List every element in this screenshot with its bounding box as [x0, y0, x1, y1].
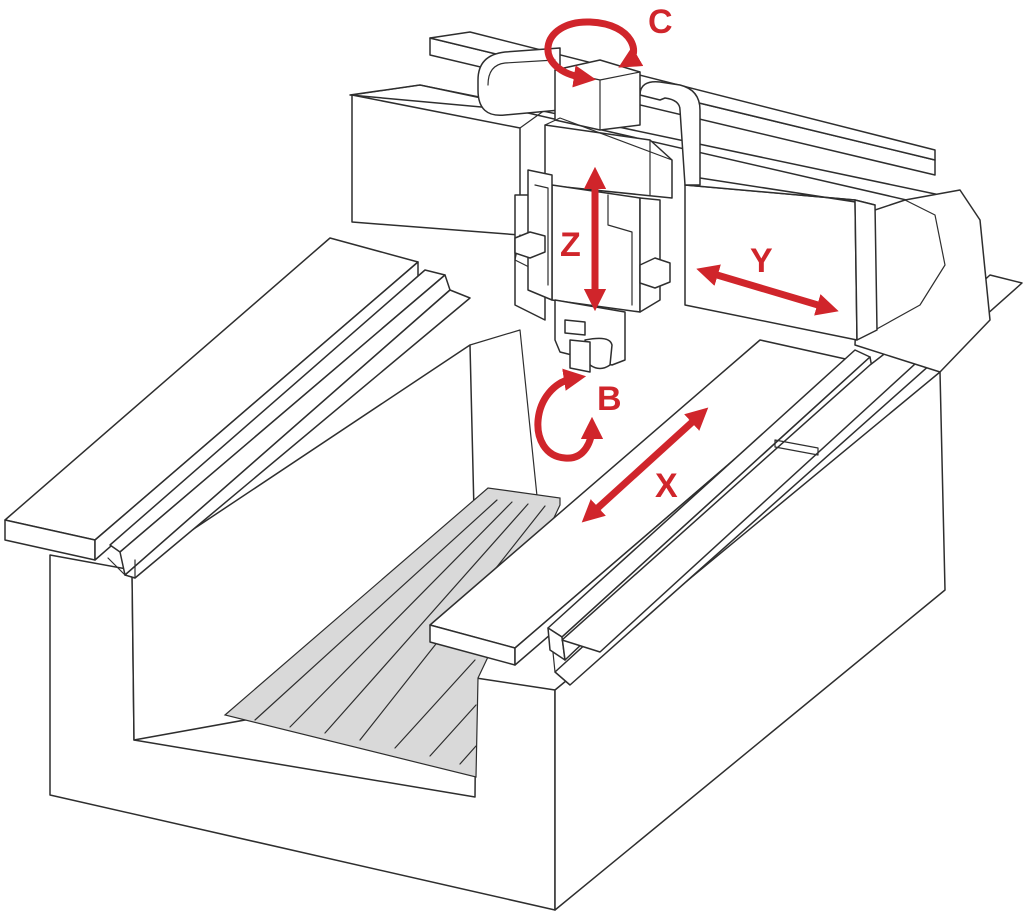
- b-axis-rotation-arrow: [534, 368, 604, 462]
- left-guide-rail: [4, 237, 471, 579]
- spindle-carriage: [477, 47, 701, 373]
- b-axis-label: B: [597, 380, 622, 418]
- x-axis-arrow: [581, 407, 709, 523]
- x-axis-label: X: [655, 467, 678, 505]
- c-axis-rotation-arrow: [544, 18, 644, 88]
- axis-arrows: [534, 18, 839, 523]
- c-axis-label: C: [648, 3, 673, 41]
- z-axis-label: Z: [560, 226, 581, 264]
- y-axis-label: Y: [750, 242, 773, 280]
- y-axis-arrow: [696, 264, 839, 316]
- machine-floor: [223, 487, 561, 778]
